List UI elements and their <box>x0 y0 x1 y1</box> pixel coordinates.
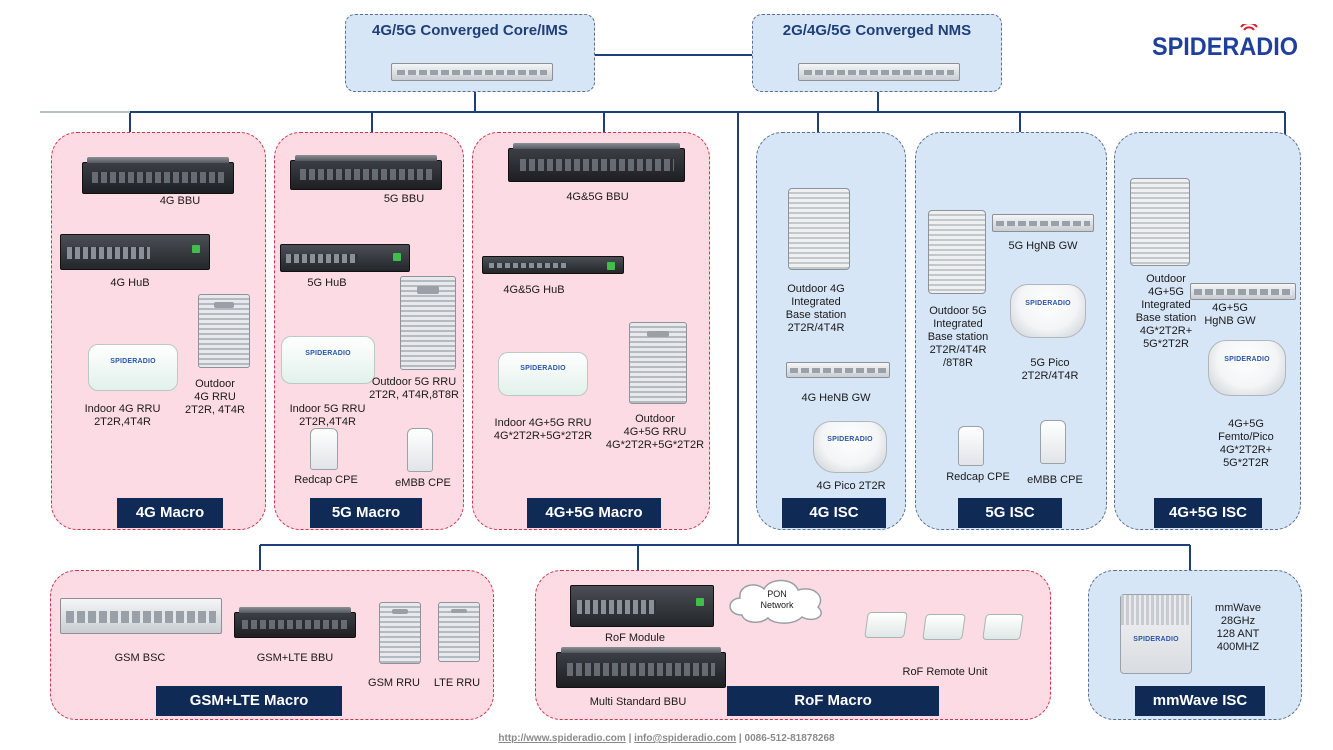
5g-isc-outdoor-label: Outdoor 5G Integrated Base station 2T2R/… <box>927 305 989 369</box>
nms-server <box>798 63 960 81</box>
4g5g-indoor-rru-device: SPIDERADIO <box>498 352 588 396</box>
gsm-bsc-label: GSM BSC <box>114 652 166 664</box>
multi-standard-bbu-label: Multi Standard BBU <box>589 696 687 708</box>
4g-isc-outdoor-device <box>788 188 850 270</box>
4g-outdoor-rru-device <box>198 294 250 368</box>
footer-contact: http://www.spideradio.com | info@spidera… <box>0 733 1333 744</box>
4g-pico-label: 4G Pico 2T2R <box>816 480 886 492</box>
5g-isc-embb-cpe-label: eMBB CPE <box>1027 474 1083 486</box>
4g-isc-outdoor-label: Outdoor 4G Integrated Base station 2T2R/… <box>785 283 847 334</box>
mmwave-spec-label: mmWave 28GHz 128 ANT 400MHZ <box>1214 602 1262 653</box>
4g-hub-label: 4G HuB <box>110 277 150 289</box>
rof-remote-unit-1 <box>864 612 908 638</box>
tag-4g-isc: 4G ISC <box>782 498 886 528</box>
5g-indoor-rru-device: SPIDERADIO <box>281 336 375 384</box>
footer-phone: 0086-512-81878268 <box>744 733 835 744</box>
gsm-rru-device <box>379 602 421 664</box>
footer-sep-1: | <box>625 733 635 744</box>
lte-rru-device <box>438 602 480 662</box>
4g5g-bbu-device <box>508 143 685 182</box>
4g5g-hub-device <box>482 256 624 274</box>
core-server <box>391 63 553 81</box>
5g-isc-embb-cpe-device <box>1040 420 1066 464</box>
4g-henb-gw-device <box>786 362 890 378</box>
lte-rru-label: LTE RRU <box>433 677 481 689</box>
tag-4g5g-macro: 4G+5G Macro <box>527 498 661 528</box>
5g-hgnb-gw-label: 5G HgNB GW <box>1008 240 1078 252</box>
5g-redcap-cpe-device <box>310 428 338 470</box>
4g5g-isc-outdoor-label: Outdoor 4G+5G Integrated Base station 4G… <box>1135 273 1197 350</box>
5g-hub-label: 5G HuB <box>307 277 347 289</box>
5g-pico-device: SPIDERADIO <box>1010 284 1086 338</box>
core-ims-box: 4G/5G Converged Core/IMS <box>345 14 595 92</box>
tag-4g5g-isc: 4G+5G ISC <box>1154 498 1262 528</box>
4g5g-hgnb-gw-label: 4G+5G HgNB GW <box>1204 302 1256 327</box>
4g5g-indoor-rru-label: Indoor 4G+5G RRU 4G*2T2R+5G*2T2R <box>493 417 593 442</box>
4g5g-femto-label: 4G+5G Femto/Pico 4G*2T2R+ 5G*2T2R <box>1218 418 1274 469</box>
5g-isc-redcap-cpe-label: Redcap CPE <box>946 471 1010 483</box>
pon-network-cloud: PON Network <box>722 575 832 625</box>
5g-hub-device <box>280 244 410 272</box>
tag-gsm-lte-macro: GSM+LTE Macro <box>156 686 342 716</box>
rof-remote-unit-label: RoF Remote Unit <box>902 666 988 678</box>
footer-email[interactable]: info@spideradio.com <box>634 733 737 744</box>
4g5g-hgnb-gw-device <box>1190 283 1296 300</box>
tag-4g-macro: 4G Macro <box>117 498 223 528</box>
4g-henb-gw-label: 4G HeNB GW <box>801 392 871 404</box>
multi-standard-bbu-device <box>556 647 726 688</box>
4g-bbu-device <box>82 157 234 194</box>
rof-module-label: RoF Module <box>605 632 665 644</box>
gsm-bsc-device <box>60 598 222 634</box>
5g-outdoor-rru-label: Outdoor 5G RRU 2T2R, 4T4R,8T8R <box>369 376 459 401</box>
5g-embb-cpe-device <box>407 428 433 472</box>
4g5g-outdoor-rru-label: Outdoor 4G+5G RRU 4G*2T2R+5G*2T2R <box>605 413 705 451</box>
5g-bbu-device <box>290 155 442 190</box>
mmwave-device: SPIDERADIO <box>1120 594 1192 674</box>
rof-remote-unit-3 <box>982 614 1024 640</box>
tag-mmwave-isc: mmWave ISC <box>1135 686 1265 716</box>
5g-outdoor-rru-device <box>400 276 456 370</box>
5g-isc-redcap-cpe-device <box>958 426 984 466</box>
4g-pico-device: SPIDERADIO <box>813 421 887 473</box>
4g5g-bbu-label: 4G&5G BBU <box>566 191 629 203</box>
5g-embb-cpe-label: eMBB CPE <box>395 477 451 489</box>
logo-text: SPIDERADIO <box>1152 33 1298 61</box>
tag-5g-isc: 5G ISC <box>958 498 1062 528</box>
nms-box: 2G/4G/5G Converged NMS <box>752 14 1002 92</box>
tag-rof-macro: RoF Macro <box>727 686 939 716</box>
5g-bbu-label: 5G BBU <box>383 193 425 205</box>
4g-indoor-rru-label: Indoor 4G RRU 2T2R,4T4R <box>84 403 161 428</box>
4g-outdoor-rru-label: Outdoor 4G RRU 2T2R, 4T4R <box>185 378 245 416</box>
5g-isc-outdoor-device <box>928 210 986 294</box>
gsm-rru-label: GSM RRU <box>368 677 420 689</box>
pon-network-label: PON Network <box>760 589 794 610</box>
4g-hub-device <box>60 234 210 270</box>
core-ims-title: 4G/5G Converged Core/IMS <box>372 22 568 39</box>
gsm-lte-bbu-device <box>234 607 356 638</box>
5g-redcap-cpe-label: Redcap CPE <box>294 474 358 486</box>
rof-remote-unit-2 <box>922 614 966 640</box>
4g5g-isc-outdoor-device <box>1130 178 1190 266</box>
rof-module-device <box>570 585 714 627</box>
4g-bbu-label: 4G BBU <box>159 195 201 207</box>
footer-url[interactable]: http://www.spideradio.com <box>498 733 626 744</box>
4g5g-femto-device: SPIDERADIO <box>1208 340 1286 396</box>
5g-hgnb-gw-device <box>992 214 1094 232</box>
nms-title: 2G/4G/5G Converged NMS <box>782 22 972 39</box>
5g-indoor-rru-label: Indoor 5G RRU 2T2R,4T4R <box>289 403 366 428</box>
4g-indoor-rru-device: SPIDERADIO <box>88 344 178 391</box>
spideradio-logo: SPIDERADIO <box>1152 22 1302 64</box>
4g5g-outdoor-rru-device <box>629 322 687 404</box>
5g-pico-label: 5G Pico 2T2R/4T4R <box>1021 357 1079 382</box>
gsm-lte-bbu-label: GSM+LTE BBU <box>256 652 334 664</box>
4g5g-hub-label: 4G&5G HuB <box>503 284 565 296</box>
tag-5g-macro: 5G Macro <box>310 498 422 528</box>
footer-sep-2: | <box>736 733 745 744</box>
